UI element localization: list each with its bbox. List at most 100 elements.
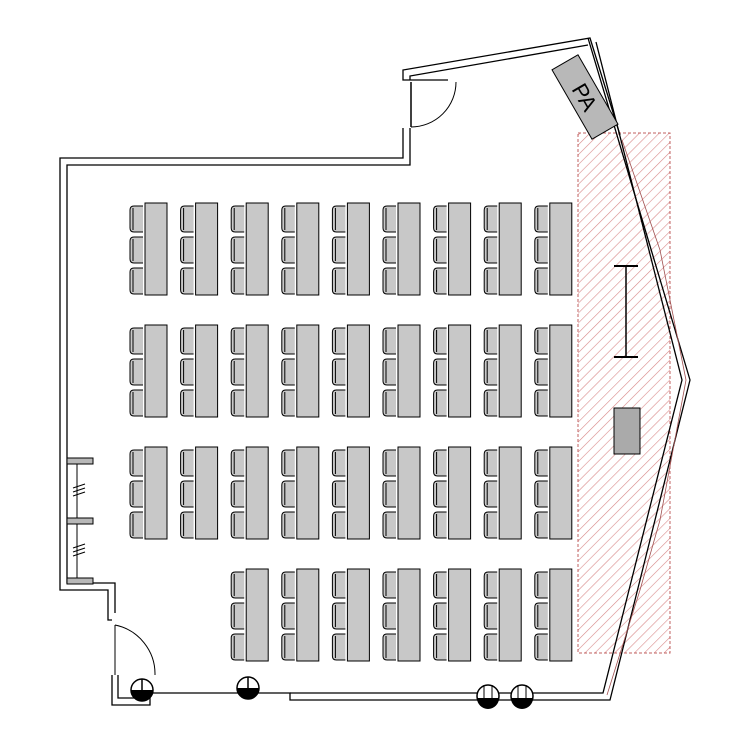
desk xyxy=(346,446,370,540)
chair xyxy=(281,480,295,508)
chair xyxy=(483,327,498,355)
chair xyxy=(331,480,346,508)
desk-unit xyxy=(433,202,472,296)
chair xyxy=(483,480,498,508)
desk xyxy=(245,568,269,662)
chair xyxy=(534,389,548,417)
chair xyxy=(281,358,295,386)
desk xyxy=(448,202,472,296)
projection-screen xyxy=(614,265,638,358)
chair xyxy=(129,358,143,386)
desk-unit xyxy=(281,324,320,418)
desk xyxy=(296,446,320,540)
desk-unit xyxy=(534,446,573,540)
desk xyxy=(346,568,370,662)
chair xyxy=(382,389,396,417)
chair xyxy=(534,480,548,508)
chair xyxy=(281,571,295,599)
chair xyxy=(382,236,396,264)
desk xyxy=(346,202,370,296)
chair xyxy=(483,358,498,386)
chair xyxy=(180,327,194,355)
chair xyxy=(382,602,396,630)
desk-unit xyxy=(230,324,269,418)
chair xyxy=(331,571,346,599)
chair xyxy=(433,236,447,264)
chair xyxy=(534,205,548,233)
floor-outlets xyxy=(130,676,534,709)
desk xyxy=(195,202,219,296)
chair xyxy=(382,205,396,233)
chair xyxy=(180,358,194,386)
chair xyxy=(230,511,245,539)
desk xyxy=(498,202,522,296)
chair xyxy=(534,236,548,264)
desk-unit xyxy=(281,202,320,296)
chair xyxy=(433,571,447,599)
chair xyxy=(433,205,447,233)
desk xyxy=(549,446,573,540)
chair xyxy=(230,602,245,630)
chair xyxy=(180,480,194,508)
stage-area xyxy=(577,132,671,654)
chair xyxy=(534,571,548,599)
desk xyxy=(245,324,269,418)
chair xyxy=(433,389,447,417)
chair xyxy=(230,358,245,386)
chair xyxy=(230,480,245,508)
chair xyxy=(433,633,447,661)
desk-unit xyxy=(281,446,320,540)
chair xyxy=(382,480,396,508)
desk xyxy=(397,324,421,418)
desk xyxy=(498,324,522,418)
desk-unit xyxy=(382,202,421,296)
chair xyxy=(180,205,194,233)
desk-unit xyxy=(331,324,370,418)
chair xyxy=(382,327,396,355)
desk xyxy=(498,568,522,662)
desk-unit xyxy=(180,202,219,296)
desk-unit xyxy=(180,446,219,540)
chair xyxy=(534,511,548,539)
desk-unit xyxy=(483,446,522,540)
desk-unit xyxy=(483,568,522,662)
chair xyxy=(129,267,143,295)
chair xyxy=(230,327,245,355)
lectern xyxy=(613,407,641,455)
desk xyxy=(144,324,168,418)
chair xyxy=(129,389,143,417)
chair xyxy=(534,633,548,661)
chair xyxy=(534,449,548,477)
chair xyxy=(331,389,346,417)
chair xyxy=(331,358,346,386)
chair xyxy=(433,602,447,630)
desk xyxy=(245,202,269,296)
desk xyxy=(195,446,219,540)
chair xyxy=(483,389,498,417)
desk xyxy=(549,568,573,662)
desk-unit xyxy=(483,202,522,296)
stage-edge xyxy=(606,139,687,696)
chair xyxy=(433,480,447,508)
desk-unit xyxy=(230,446,269,540)
desk-unit xyxy=(534,568,573,662)
outlet-icon xyxy=(130,678,154,702)
chair xyxy=(433,267,447,295)
chair xyxy=(483,236,498,264)
chair xyxy=(331,236,346,264)
desk xyxy=(448,324,472,418)
chair xyxy=(331,205,346,233)
chair xyxy=(281,389,295,417)
desk xyxy=(144,446,168,540)
desk-unit xyxy=(433,324,472,418)
desk-unit xyxy=(129,446,168,540)
chair xyxy=(180,389,194,417)
outlet-icon xyxy=(510,684,534,709)
chair xyxy=(180,267,194,295)
chair xyxy=(129,236,143,264)
chair xyxy=(433,511,447,539)
chair xyxy=(230,236,245,264)
chair xyxy=(281,449,295,477)
desk-unit xyxy=(331,446,370,540)
